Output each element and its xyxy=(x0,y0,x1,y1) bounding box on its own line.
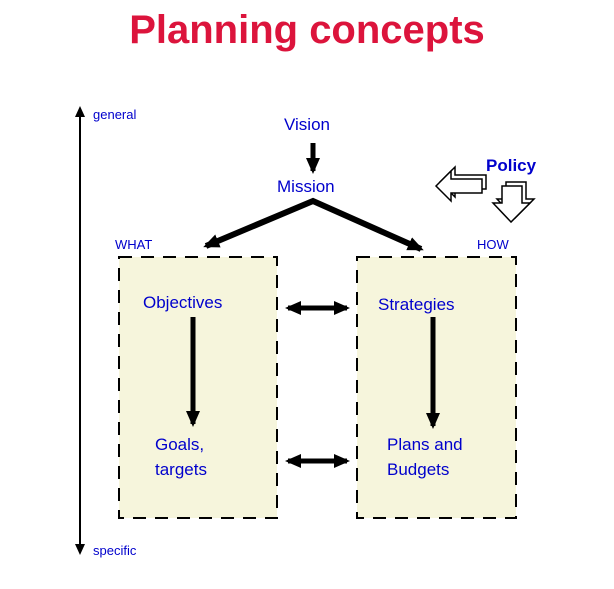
node-plans-budgets: Plans and Budgets xyxy=(387,435,463,479)
node-objectives: Objectives xyxy=(143,293,223,312)
axis-label-specific: specific xyxy=(93,543,137,558)
node-policy: Policy xyxy=(486,156,537,175)
node-vision: Vision xyxy=(284,115,330,134)
left-block-arrow-icon xyxy=(434,165,487,203)
node-mission: Mission xyxy=(277,177,335,196)
how-box xyxy=(356,256,517,519)
mission-to-boxes-arrows xyxy=(203,197,424,252)
node-goals-targets: Goals, targets xyxy=(155,435,207,479)
down-block-arrow-icon xyxy=(491,181,536,224)
page-title: Planning concepts xyxy=(129,8,485,52)
axis-label-general: general xyxy=(93,107,137,122)
column-header-how: HOW xyxy=(477,237,509,252)
node-strategies: Strategies xyxy=(378,295,455,314)
what-box xyxy=(118,256,278,519)
column-header-what: WHAT xyxy=(115,237,153,252)
